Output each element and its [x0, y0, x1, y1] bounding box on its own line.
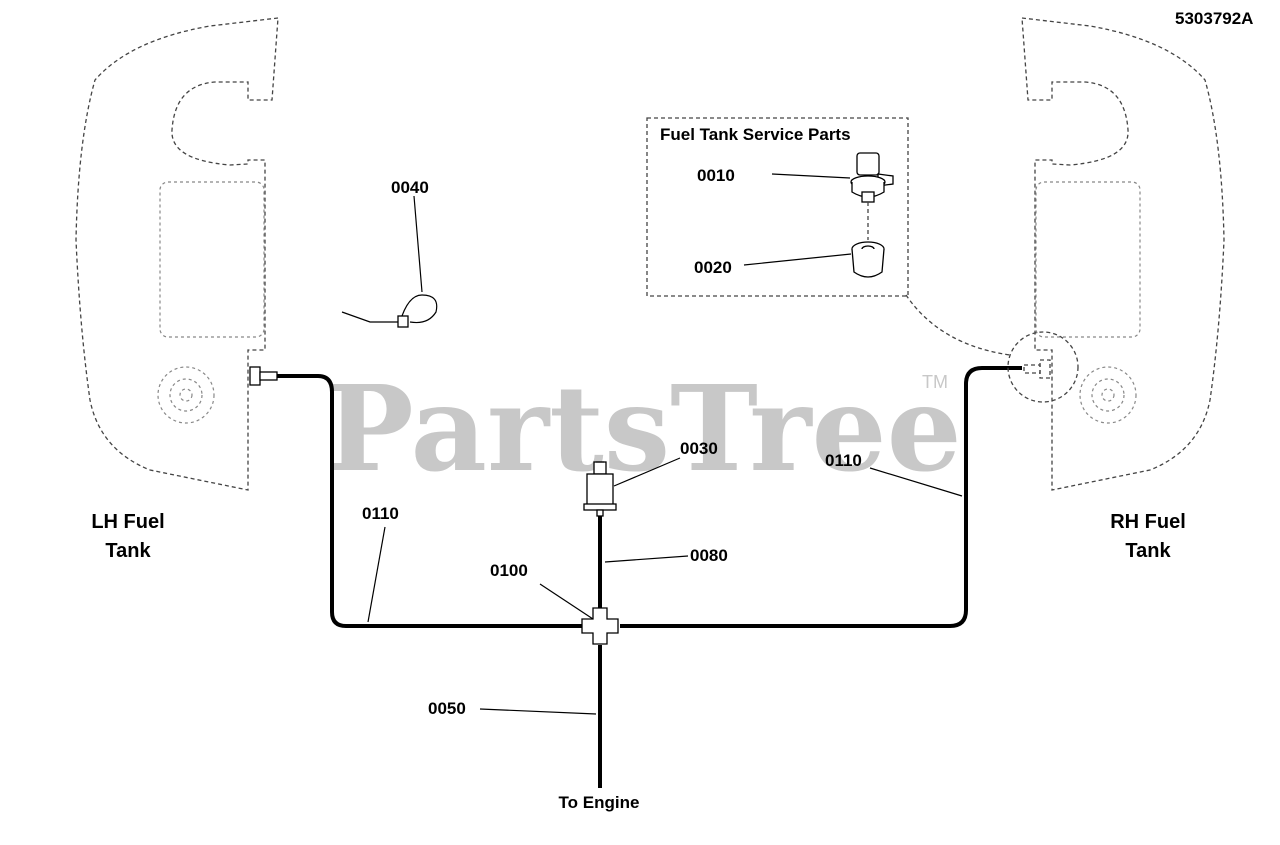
- callout-0020: 0020: [694, 258, 732, 277]
- callout-0110-right: 0110: [825, 451, 862, 470]
- cross-fitting-0100: 0100: [490, 561, 619, 645]
- lh-tank-label-line2: Tank: [105, 540, 151, 562]
- watermark-text: PartsTree: [325, 359, 962, 498]
- rh-tank-label-line1: RH Fuel: [1110, 511, 1186, 533]
- rh-tank-label-line2: Tank: [1125, 540, 1171, 562]
- fuel-filter-0030: 0030: [583, 439, 718, 517]
- inset-title: Fuel Tank Service Parts: [660, 125, 851, 144]
- callout-0080: 0080: [690, 546, 728, 565]
- callout-0010: 0010: [697, 166, 735, 185]
- callout-0030: 0030: [680, 439, 718, 458]
- rh-tank-fitting: [905, 294, 1079, 403]
- fuel-hoses: [277, 366, 1022, 788]
- callout-0040: 0040: [391, 178, 429, 197]
- callout-0100: 0100: [490, 561, 528, 580]
- watermark: PartsTree TM: [325, 359, 962, 498]
- lh-fuel-tank-outline: [75, 17, 279, 491]
- cable-tie-0040: 0040: [341, 178, 438, 328]
- watermark-tm: TM: [922, 372, 948, 392]
- lh-tank-fitting: [249, 366, 278, 386]
- rh-fuel-tank-outline: [1021, 17, 1225, 491]
- elbow-fitting-0010: [850, 152, 894, 203]
- lh-fuel-hose: [277, 374, 582, 628]
- rh-fuel-hose: [620, 366, 1022, 628]
- diagram-id: 5303792A: [1175, 9, 1253, 28]
- grommet-0020: [851, 241, 885, 278]
- callout-0110-left: 0110: [362, 504, 399, 523]
- callout-0050: 0050: [428, 699, 466, 718]
- service-parts-inset: Fuel Tank Service Parts 0010 0020: [646, 117, 909, 297]
- lh-tank-label-line1: LH Fuel: [91, 511, 164, 533]
- to-engine-label: To Engine: [559, 793, 640, 812]
